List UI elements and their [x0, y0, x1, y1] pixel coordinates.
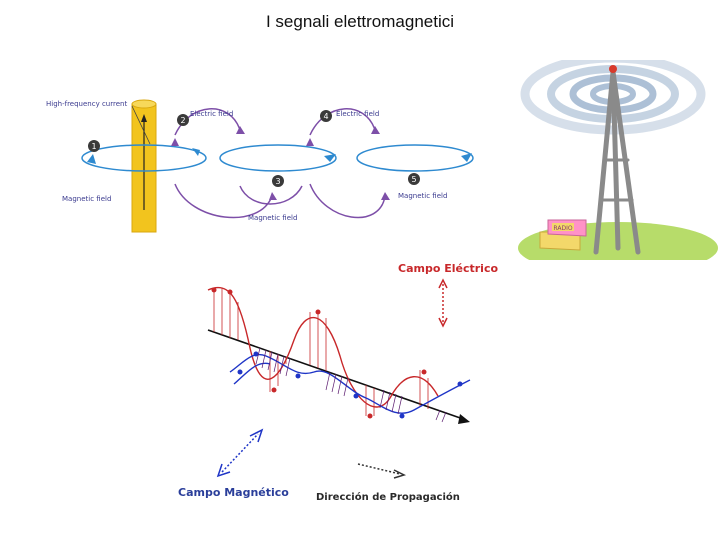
label-magnetic-field-b: Magnetic field	[248, 214, 297, 222]
magnetic-loops	[81, 144, 474, 172]
electric-arcs	[174, 108, 386, 219]
step-marker-1: 1	[88, 140, 100, 152]
step-marker-5: 5	[408, 173, 420, 185]
svg-text:4: 4	[323, 112, 328, 121]
propagation-axis-head	[458, 414, 470, 424]
label-campo-magnetico: Campo Magnético	[178, 486, 289, 499]
radio-tower-svg: RADIO	[518, 53, 718, 274]
electric-direction-indicator	[438, 278, 448, 328]
antenna-field-diagram: 1 2 3 4 5 High-frequency current Electri…	[40, 90, 480, 240]
current-arrowhead	[141, 114, 147, 122]
current-pointer	[131, 105, 151, 145]
svg-text:1: 1	[91, 142, 96, 151]
electric-wave-points	[211, 287, 427, 419]
label-electric-field-a: Electric field	[190, 110, 233, 118]
label-magnetic-field-c: Magnetic field	[398, 192, 447, 200]
slide-title: I segnali elettromagnetici	[265, 12, 455, 31]
conductor-top	[131, 99, 157, 109]
propagation-axis	[207, 329, 467, 421]
tower	[593, 69, 641, 255]
label-magnetic-field-a: Magnetic field	[62, 195, 111, 203]
magnetic-arrowheads	[87, 148, 472, 164]
em-wave-svg	[207, 278, 471, 479]
label-direccion-propagacion: Dirección de Propagación	[316, 492, 460, 503]
step-marker-3: 3	[272, 175, 284, 187]
label-current: High-frequency current	[46, 100, 127, 108]
step-marker-2: 2	[177, 114, 189, 126]
radio-tower-illustration: RADIO	[518, 53, 718, 274]
label-electric-field-b: Electric field	[336, 110, 379, 118]
magnetic-wave	[229, 353, 471, 414]
em-wave-diagram	[170, 260, 510, 510]
label-campo-electrico: Campo Eléctrico	[398, 262, 499, 275]
magnetic-direction-indicator	[216, 428, 264, 478]
building-sign: RADIO	[553, 225, 572, 232]
step-marker-4: 4	[320, 110, 332, 122]
svg-text:3: 3	[275, 177, 280, 186]
magnetic-wave-points	[237, 351, 463, 419]
field-plane-hatching	[255, 347, 447, 423]
electric-arrowheads	[171, 126, 390, 200]
svg-text:2: 2	[180, 116, 185, 125]
radio-building: RADIO	[539, 219, 587, 251]
antenna-field-svg: 1 2 3 4 5 High-frequency current Electri…	[46, 99, 474, 233]
electric-wave	[207, 286, 439, 416]
svg-text:5: 5	[411, 175, 416, 184]
propagation-direction-indicator	[357, 463, 407, 479]
tower-beacon	[609, 65, 617, 73]
